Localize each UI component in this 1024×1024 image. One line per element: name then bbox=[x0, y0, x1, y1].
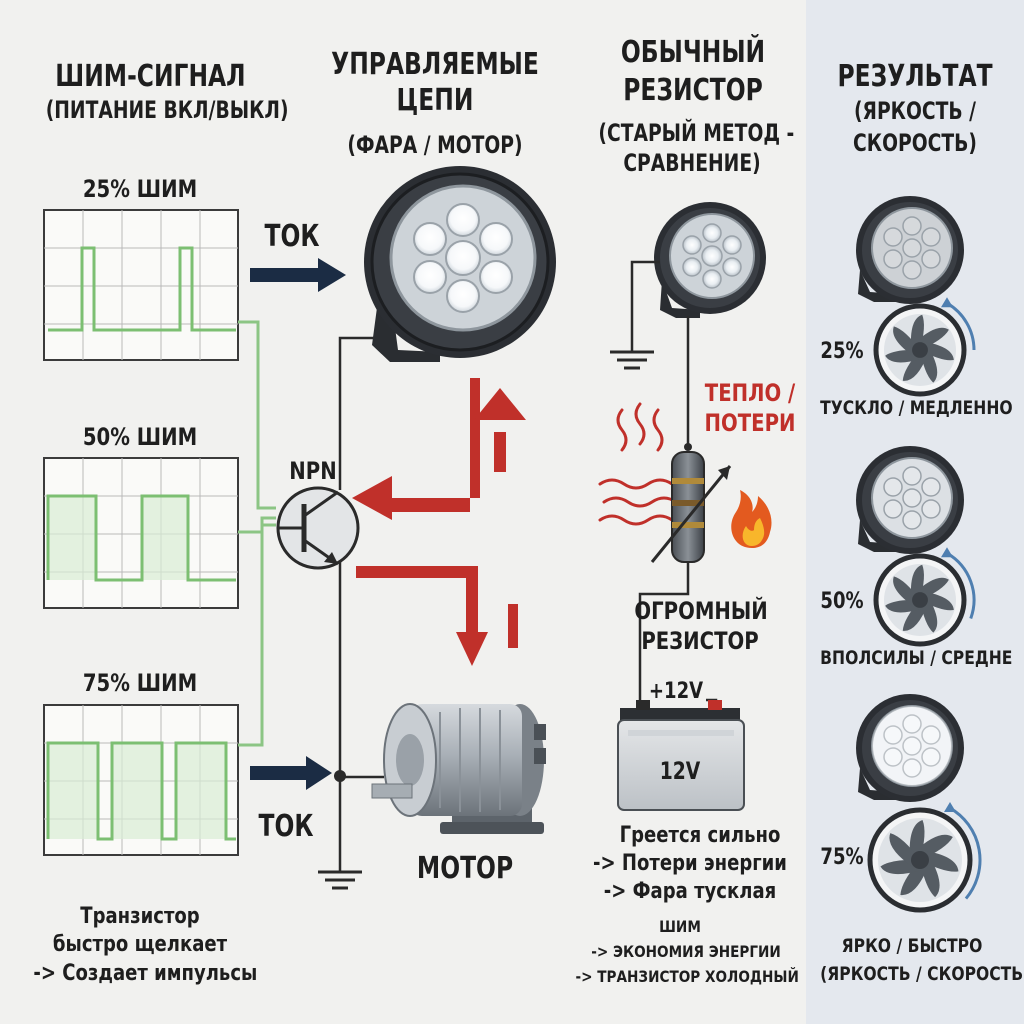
resistor-title-line-1: ОБЫЧНЫЙ bbox=[620, 35, 766, 70]
result-fan-icon-1 bbox=[873, 297, 976, 397]
result-50-percent: 50% bbox=[820, 589, 864, 614]
pwm-waveform-50 bbox=[46, 494, 236, 582]
motor-icon bbox=[371, 703, 546, 834]
current-arrow-top bbox=[250, 258, 346, 292]
current-label-bottom: ТОК bbox=[258, 809, 314, 844]
result-headlight-icon-1 bbox=[856, 196, 964, 304]
red-arrow-up bbox=[392, 378, 526, 512]
result-25-percent: 25% bbox=[820, 339, 864, 364]
result-headlight-icon-2 bbox=[856, 446, 964, 554]
heat-loss-label-line-1: ТЕПЛО / bbox=[704, 379, 796, 407]
scope-75-label: 75% ШИМ bbox=[82, 669, 198, 697]
resistor-subtitle-line-1: (СТАРЫЙ МЕТОД - bbox=[598, 119, 795, 147]
result-25-label: ТУСКЛО / МЕДЛЕННО bbox=[820, 397, 1013, 419]
scope-25 bbox=[43, 209, 239, 361]
ground-icon bbox=[318, 870, 362, 890]
red-arrow-left bbox=[352, 476, 392, 520]
resistor-note-line-3: -> Фара тусклая bbox=[603, 879, 777, 904]
current-label-top: ТОК bbox=[264, 219, 320, 254]
wire-junction bbox=[334, 770, 346, 782]
pwm-note-line-1: ШИМ bbox=[659, 917, 701, 936]
result-50-label: ВПОЛСИЛЫ / СРЕДНЕ bbox=[820, 647, 1013, 669]
result-75-percent: 75% bbox=[820, 845, 864, 870]
circuits-title-line-1: УПРАВЛЯЕМЫЕ bbox=[331, 47, 539, 82]
result-fan-icon-2 bbox=[873, 547, 976, 647]
pwm-waveform-25 bbox=[48, 246, 236, 332]
pwm-signal-subtitle: (ПИТАНИЕ ВКЛ/ВЫКЛ) bbox=[45, 96, 289, 124]
resistor-subtitle-line-2: СРАВНЕНИЕ) bbox=[623, 149, 761, 177]
flame-icon bbox=[731, 490, 772, 548]
transistor-note-line-2: быстро щелкает bbox=[52, 932, 228, 957]
transistor-note-line-1: Транзистор bbox=[80, 904, 200, 929]
pwm-signal-title: ШИМ-СИГНАЛ bbox=[55, 59, 246, 94]
ground-icon-2 bbox=[610, 350, 654, 370]
heat-loss-label-line-2: ПОТЕРИ bbox=[704, 409, 796, 437]
result-title: РЕЗУЛЬТАТ bbox=[837, 59, 993, 94]
scope-50 bbox=[43, 457, 239, 609]
resistor-title-line-2: РЕЗИСТОР bbox=[623, 73, 763, 108]
voltage-label: +12V bbox=[648, 679, 704, 704]
battery-label: 12V bbox=[659, 757, 701, 785]
headlight-small-icon bbox=[654, 202, 766, 318]
scope-50-label: 50% ШИМ bbox=[82, 423, 198, 451]
transistor-note-line-3: -> Создает импульсы bbox=[33, 961, 258, 986]
huge-resistor-label-line-1: ОГРОМНЫЙ bbox=[634, 597, 768, 625]
result-headlight-icon-3 bbox=[856, 694, 964, 802]
motor-label: МОТОР bbox=[416, 851, 514, 886]
signal-lines bbox=[238, 320, 276, 747]
circuit-wires bbox=[338, 336, 384, 872]
heat-waves-icon bbox=[598, 402, 678, 526]
circuits-title-line-2: ЦЕПИ bbox=[396, 83, 474, 118]
result-footer: (ЯРКОСТЬ / СКОРОСТЬ) bbox=[820, 963, 1024, 985]
result-fan-icon-3 bbox=[867, 802, 982, 913]
pwm-note-line-2: -> ЭКОНОМИЯ ЭНЕРГИИ bbox=[591, 942, 781, 961]
result-subtitle-line-1: (ЯРКОСТЬ / bbox=[853, 97, 977, 125]
scope-75 bbox=[43, 704, 239, 856]
circuits-subtitle: (ФАРА / МОТОР) bbox=[347, 131, 523, 159]
result-subtitle-line-2: СКОРОСТЬ) bbox=[853, 129, 977, 157]
large-resistor-icon bbox=[650, 443, 732, 563]
battery-icon bbox=[617, 700, 745, 811]
npn-transistor-icon bbox=[276, 486, 360, 570]
headlight-large-icon bbox=[364, 166, 556, 362]
resistor-note-line-2: -> Потери энергии bbox=[593, 851, 787, 876]
scope-25-label: 25% ШИМ bbox=[82, 175, 198, 203]
huge-resistor-label-line-2: РЕЗИСТОР bbox=[641, 627, 759, 655]
result-75-label: ЯРКО / БЫСТРО bbox=[841, 935, 983, 957]
red-arrow-down bbox=[356, 566, 518, 666]
results-group bbox=[856, 196, 982, 913]
current-arrow-bottom bbox=[250, 756, 332, 790]
pwm-note-line-3: -> ТРАНЗИСТОР ХОЛОДНЫЙ bbox=[575, 967, 799, 986]
pwm-waveform-75 bbox=[46, 741, 236, 841]
resistor-note-line-1: Греется сильно bbox=[619, 823, 781, 848]
transistor-label: NPN bbox=[289, 457, 337, 485]
